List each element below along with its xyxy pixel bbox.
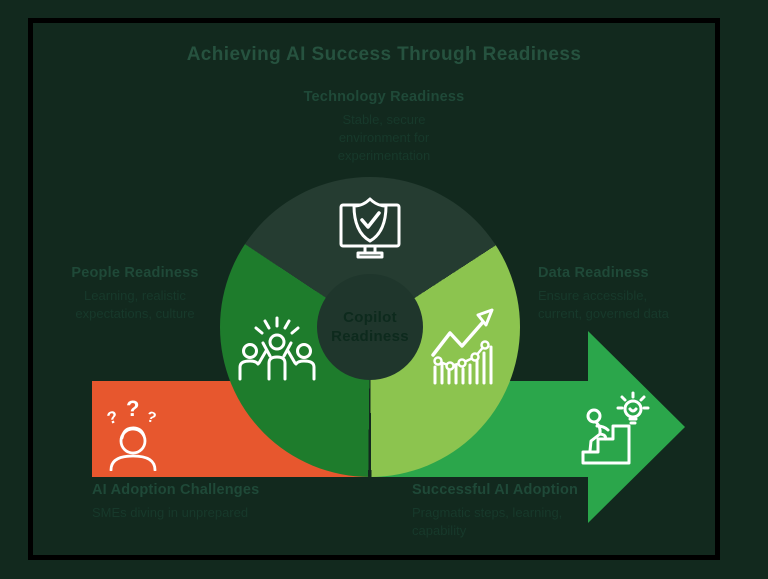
growth-chart-icon bbox=[425, 301, 505, 385]
copilot-readiness-center: Copilot Readiness bbox=[317, 274, 423, 380]
svg-text:?: ? bbox=[145, 408, 158, 427]
svg-text:?: ? bbox=[126, 396, 139, 421]
data-readiness-body: Ensure accessible, current, governed dat… bbox=[538, 288, 669, 321]
people-readiness-block: People Readiness Learning, realistic exp… bbox=[35, 265, 235, 323]
ai-adoption-challenges-body: SMEs diving in unprepared bbox=[92, 505, 249, 520]
ai-adoption-challenges-block: AI Adoption Challenges SMEs diving in un… bbox=[92, 482, 352, 522]
monitor-shield-check-icon bbox=[334, 194, 406, 266]
svg-text:?: ? bbox=[105, 407, 120, 428]
people-celebrating-icon bbox=[229, 315, 325, 395]
technology-readiness-heading: Technology Readiness bbox=[303, 89, 465, 105]
person-climbing-stairs-icon bbox=[575, 389, 651, 465]
page-title: Achieving AI Success Through Readiness bbox=[186, 44, 582, 65]
data-readiness-heading: Data Readiness bbox=[538, 265, 649, 281]
people-readiness-heading: People Readiness bbox=[71, 265, 199, 281]
confused-person-icon: ? ? ? bbox=[101, 395, 165, 471]
successful-ai-adoption-heading: Successful AI Adoption bbox=[412, 482, 579, 498]
technology-readiness-body: Stable, secure environment for experimen… bbox=[337, 112, 431, 163]
successful-ai-adoption-body: Pragmatic steps, learning, capability bbox=[412, 505, 563, 538]
people-readiness-body: Learning, realistic expectations, cultur… bbox=[75, 288, 195, 321]
successful-ai-adoption-block: Successful AI Adoption Pragmatic steps, … bbox=[412, 482, 632, 540]
technology-readiness-block: Technology Readiness Stable, secure envi… bbox=[0, 89, 768, 165]
ai-adoption-challenges-heading: AI Adoption Challenges bbox=[92, 482, 260, 498]
data-readiness-block: Data Readiness Ensure accessible, curren… bbox=[538, 265, 728, 323]
